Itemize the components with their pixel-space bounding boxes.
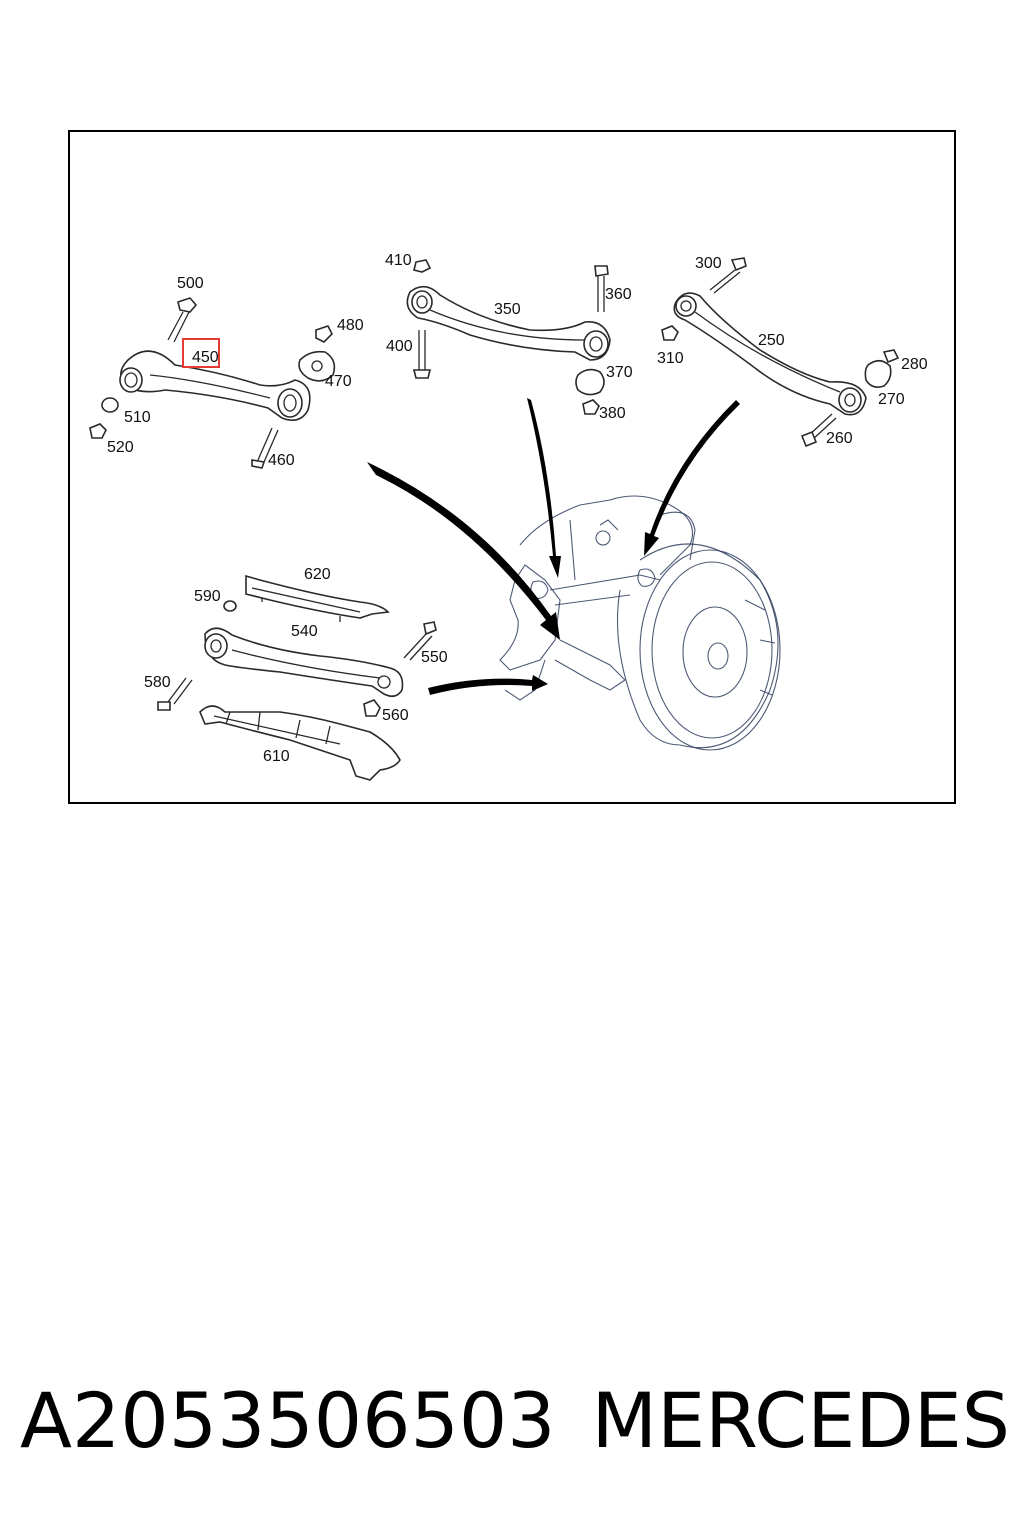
callout-480: 480 xyxy=(337,317,364,334)
callout-370: 370 xyxy=(606,364,633,381)
callout-250: 250 xyxy=(758,332,785,349)
callout-260: 260 xyxy=(826,430,853,447)
arrow-from-540 xyxy=(428,675,548,695)
callout-280: 280 xyxy=(901,356,928,373)
callout-590: 590 xyxy=(194,588,221,605)
callout-550: 550 xyxy=(421,649,448,666)
callout-360: 360 xyxy=(605,286,632,303)
arm-250-assembly xyxy=(661,257,900,448)
part-caption: A2053506503 MERCEDES xyxy=(20,1370,1010,1470)
callout-580: 580 xyxy=(144,674,171,691)
parts-diagram: 500 450 480 470 510 520 460 410 350 360 … xyxy=(89,252,928,781)
callout-540: 540 xyxy=(291,623,318,640)
callout-400: 400 xyxy=(386,338,413,355)
callout-560: 560 xyxy=(382,707,409,724)
assembly-arrows xyxy=(367,398,740,695)
callout-460: 460 xyxy=(268,452,295,469)
arm-350-assembly xyxy=(406,259,611,415)
arrow-to-knuckle-upper xyxy=(367,462,560,640)
highlight-box-450 xyxy=(182,338,220,368)
arrow-from-250 xyxy=(644,400,740,556)
callout-500: 500 xyxy=(177,275,204,292)
callout-610: 610 xyxy=(263,748,290,765)
callout-470: 470 xyxy=(325,373,352,390)
callout-520: 520 xyxy=(107,439,134,456)
callout-labels: 500 450 480 470 510 520 460 410 350 360 … xyxy=(107,252,928,765)
callout-300: 300 xyxy=(695,255,722,272)
callout-510: 510 xyxy=(124,409,151,426)
diagram-frame xyxy=(68,130,956,804)
part-number: A2053506503 xyxy=(20,1375,556,1465)
callout-350: 350 xyxy=(494,301,521,318)
callout-450: 450 xyxy=(192,349,219,366)
wheel-carrier-illustration xyxy=(499,495,781,751)
arrow-from-350 xyxy=(527,398,561,578)
lower-arm-assembly xyxy=(157,574,437,781)
callout-310: 310 xyxy=(657,350,684,367)
arm-450-assembly xyxy=(89,297,336,469)
callout-410: 410 xyxy=(385,252,412,269)
callout-620: 620 xyxy=(304,566,331,583)
callout-380: 380 xyxy=(599,405,626,422)
callout-270: 270 xyxy=(878,391,905,408)
brand-name: MERCEDES xyxy=(591,1375,1010,1465)
